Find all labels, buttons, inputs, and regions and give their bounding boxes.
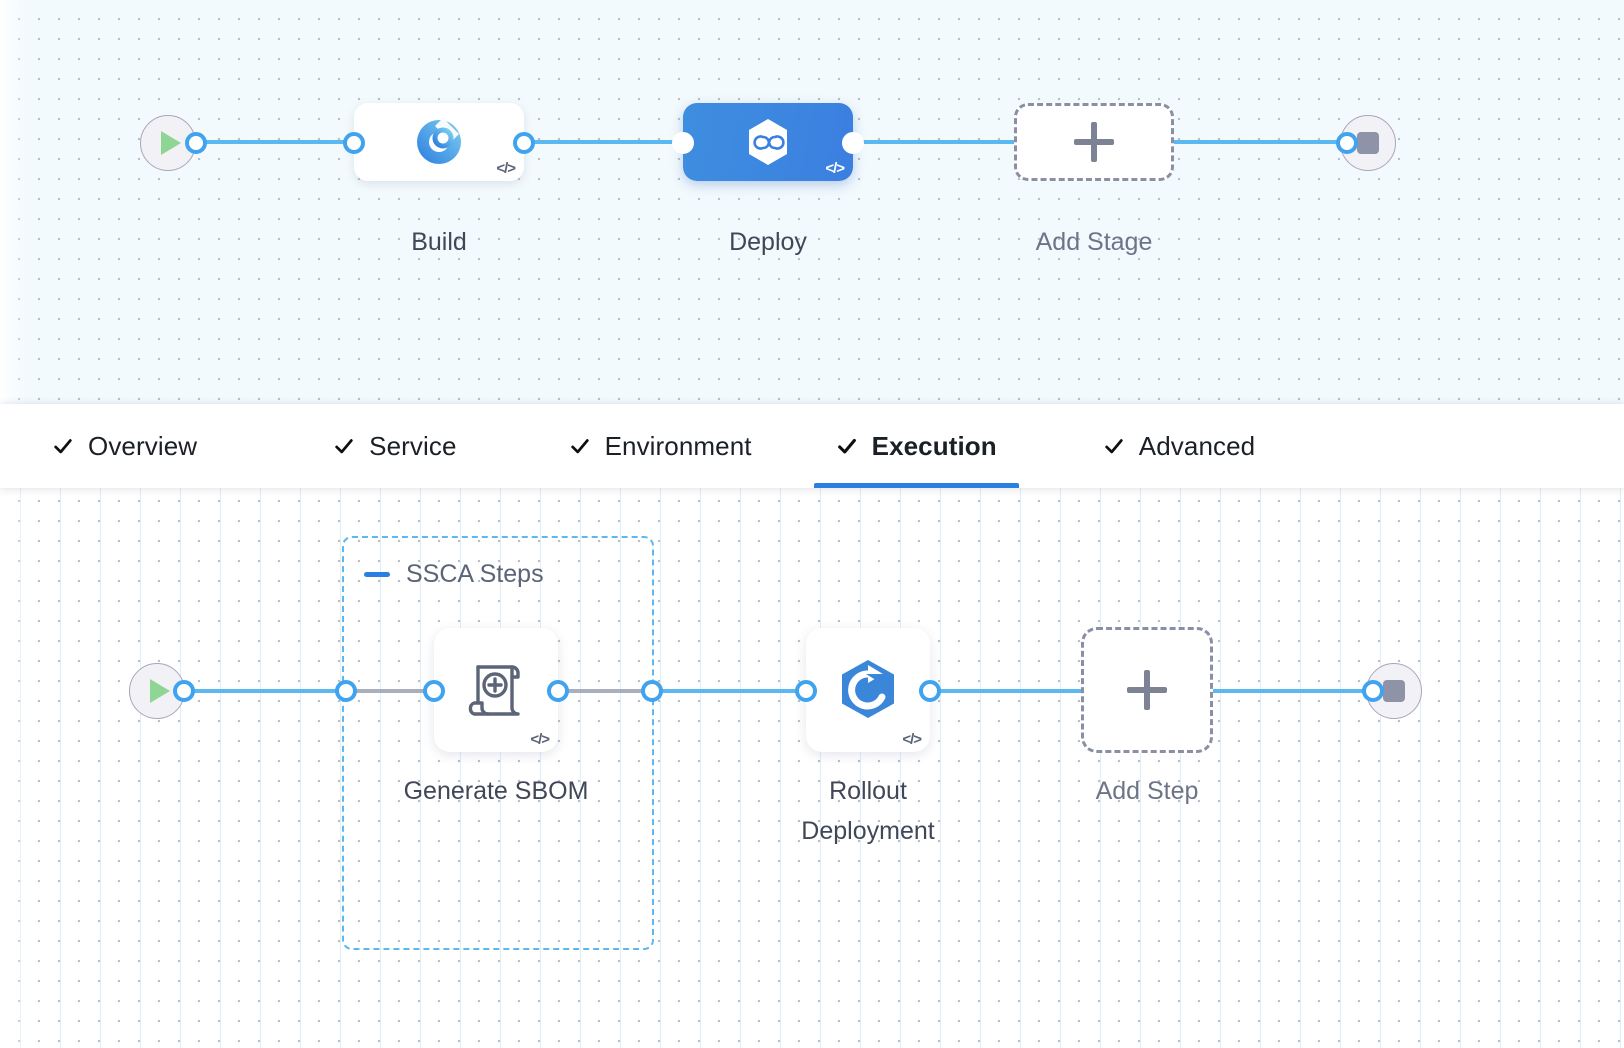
- stage-build-out-port[interactable]: [513, 132, 535, 154]
- step-group-ssca[interactable]: [342, 536, 654, 950]
- tab-execution[interactable]: Execution: [813, 404, 1019, 488]
- check-icon: [1105, 439, 1123, 454]
- edge-rollout-to-add: [924, 689, 1100, 693]
- add-step-label: Add Step: [1095, 777, 1199, 805]
- stage-deploy-out-port[interactable]: [842, 132, 864, 154]
- stage-start-port[interactable]: [185, 132, 207, 154]
- play-icon: [150, 679, 170, 703]
- stop-icon: [1357, 132, 1379, 154]
- edge-group-to-sbom: [348, 689, 440, 693]
- plus-icon: [1127, 670, 1167, 710]
- step-group-header[interactable]: SSCA Steps: [364, 560, 544, 589]
- step-sbom-out-port[interactable]: [547, 680, 569, 702]
- tab-service[interactable]: Service: [311, 404, 478, 488]
- stage-end-port[interactable]: [1336, 132, 1358, 154]
- code-badge[interactable]: </>: [902, 731, 922, 748]
- check-icon: [570, 439, 589, 454]
- cd-deploy-icon: [749, 119, 787, 165]
- code-badge[interactable]: </>: [496, 160, 516, 177]
- edge-group-to-rollout: [650, 689, 820, 693]
- check-icon: [837, 438, 856, 454]
- stop-icon: [1383, 680, 1405, 702]
- tab-environment[interactable]: Environment: [547, 404, 774, 488]
- edge-start-to-build: [196, 140, 368, 144]
- code-badge[interactable]: </>: [825, 160, 845, 177]
- step-end-port[interactable]: [1362, 680, 1384, 702]
- edge-build-to-deploy: [514, 140, 704, 144]
- edge-add-to-end: [1208, 689, 1376, 693]
- edge-add-to-end: [1160, 140, 1360, 144]
- stage-config-tabs[interactable]: Overview Service Environment Execution A…: [0, 404, 1624, 488]
- stage-deploy-in-port[interactable]: [672, 132, 694, 154]
- stage-node-deploy[interactable]: </>: [683, 103, 853, 181]
- edge-sbom-to-group-out: [560, 689, 652, 693]
- step-label-generate-sbom: Generate SBOM: [403, 777, 589, 805]
- stage-build-in-port[interactable]: [343, 132, 365, 154]
- add-stage-button[interactable]: [1014, 103, 1174, 181]
- stage-label-deploy: Deploy: [729, 228, 807, 256]
- step-label-rollout-deployment: Rollout Deployment: [801, 777, 935, 845]
- execution-step-canvas[interactable]: SSCA Steps </> Generate SBOM: [0, 486, 1624, 1048]
- step-node-generate-sbom[interactable]: </>: [434, 628, 558, 752]
- step-group-out-port[interactable]: [641, 680, 663, 702]
- step-node-rollout-deployment[interactable]: </>: [806, 628, 930, 752]
- ci-build-icon: [417, 118, 461, 164]
- play-icon: [161, 131, 181, 155]
- code-badge[interactable]: </>: [530, 731, 550, 748]
- stage-label-build: Build: [411, 228, 467, 256]
- edge-start-to-group: [184, 689, 350, 693]
- rollout-hex-icon: [842, 660, 894, 718]
- add-stage-label: Add Stage: [1035, 228, 1153, 256]
- check-icon: [54, 439, 72, 454]
- add-step-button[interactable]: [1081, 627, 1213, 753]
- check-icon: [335, 439, 353, 454]
- step-start-port[interactable]: [173, 680, 195, 702]
- step-group-label: SSCA Steps: [406, 560, 544, 588]
- step-rollout-out-port[interactable]: [919, 680, 941, 702]
- tab-label: Advanced: [1138, 430, 1256, 461]
- tab-label: Service: [369, 430, 457, 461]
- tab-label: Environment: [604, 430, 752, 461]
- tab-advanced[interactable]: Advanced: [1081, 404, 1277, 488]
- edge-deploy-to-add: [840, 140, 1040, 144]
- pipeline-stage-canvas[interactable]: </> Build </> Deploy Add Stage: [0, 0, 1624, 418]
- stage-end-node[interactable]: [1340, 115, 1396, 171]
- plus-icon: [1074, 122, 1114, 162]
- step-rollout-in-port[interactable]: [795, 680, 817, 702]
- step-group-in-port[interactable]: [335, 680, 357, 702]
- sbom-scroll-icon: [468, 665, 520, 716]
- tab-label: Overview: [88, 430, 198, 461]
- step-sbom-in-port[interactable]: [423, 680, 445, 702]
- stage-node-build[interactable]: </>: [354, 103, 524, 181]
- tab-overview[interactable]: Overview: [30, 404, 219, 488]
- minus-icon[interactable]: [364, 572, 390, 577]
- tab-label: Execution: [871, 430, 997, 461]
